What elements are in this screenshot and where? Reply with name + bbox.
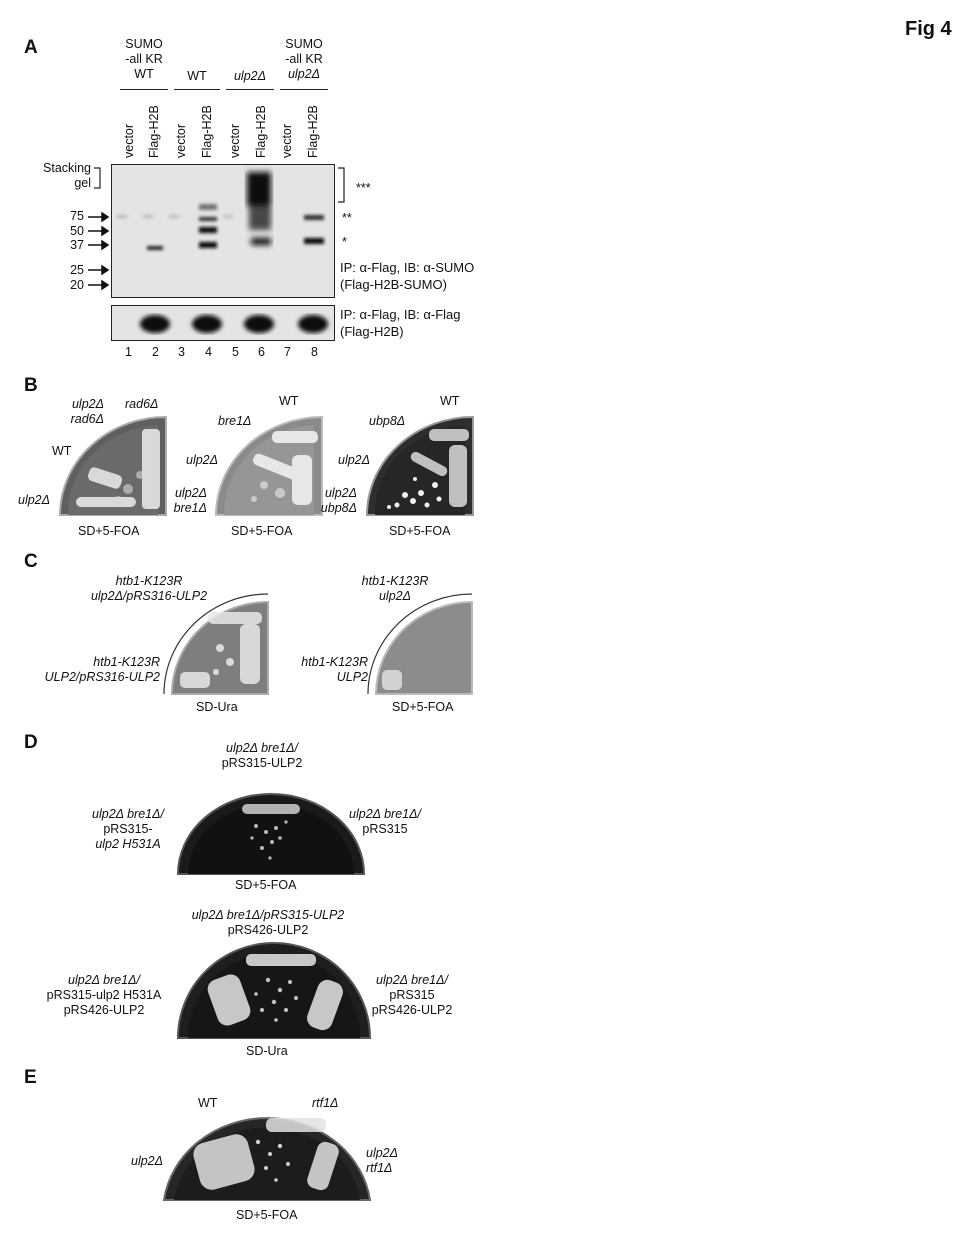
lane-number-6: 6 [258,345,265,359]
plate-d2 [176,942,372,1039]
plate-d1-top-label: ulp2Δ bre1Δ/pRS315-ULP2 [221,741,303,770]
lane-label-2: Flag-H2B [147,105,161,158]
plate-d2-caption: SD-Ura [246,1044,288,1058]
plate-c2-caption: SD+5-FOA [392,700,454,714]
lane-number-7: 7 [284,345,291,359]
group-3-underline [226,89,274,90]
panel-a-letter: A [24,37,38,58]
marker-75: 75 [70,209,84,223]
lane-label-1: vector [122,123,136,158]
plate-e-label-ulp2: ulp2Δ [131,1154,164,1168]
asterisk-2: ** [342,211,352,225]
lane-label-4: Flag-H2B [200,105,214,158]
plate-b2-caption: SD+5-FOA [231,524,293,538]
asterisk-3: *** [356,181,371,195]
plate-b1-caption: SD+5-FOA [78,524,140,538]
plate-d1 [176,793,366,875]
group-4-underline [280,89,328,90]
western-blot-sumo [111,164,335,298]
plate-e [162,1117,372,1201]
plate-b3-label-ulp2: ulp2Δ [338,453,371,467]
plate-e-caption: SD+5-FOA [236,1208,298,1222]
marker-20: 20 [70,278,84,292]
plate-b2 [214,415,323,516]
asterisk-1: * [342,235,347,249]
western-blot-flag [111,305,335,341]
plate-e-label-rtf1: rtf1Δ [312,1096,339,1110]
plate-b1-label-wt: WT [52,444,72,458]
right-bracket [338,167,345,203]
plate-c1 [163,593,269,695]
plate-d1-right-label: ulp2Δ bre1Δ/pRS315 [349,807,421,836]
plate-b1-label-ulp2: ulp2Δ [18,493,51,507]
plate-b3-label-ubp8: ubp8Δ [369,414,406,428]
plate-b2-label-bre1: bre1Δ [218,414,252,428]
blot-1-caption: IP: α-Flag, IB: α-SUMO(Flag-H2B-SUMO) [340,260,475,292]
group-3-header: ulp2Δ [233,69,267,83]
plate-b3-label-wt: WT [440,394,460,408]
lane-number-8: 8 [311,345,318,359]
lane-label-6: Flag-H2B [254,105,268,158]
group-1-underline [120,89,168,90]
plate-b1-label-rad6: rad6Δ [125,397,159,411]
lane-number-3: 3 [178,345,185,359]
plate-c1-caption: SD-Ura [196,700,238,714]
lane-label-7: vector [280,123,294,158]
panel-c-letter: C [24,551,38,572]
lane-number-2: 2 [152,345,159,359]
group-2-underline [174,89,220,90]
lane-label-5: vector [228,123,242,158]
plate-b2-label-ulp2: ulp2Δ [186,453,219,467]
lane-label-3: vector [174,123,188,158]
lane-number-4: 4 [205,345,212,359]
lane-number-1: 1 [125,345,132,359]
lane-label-8: Flag-H2B [306,105,320,158]
panel-b-letter: B [24,375,38,396]
plate-b2-label-wt: WT [279,394,299,408]
marker-50: 50 [70,224,84,238]
plate-b3 [365,415,474,516]
plate-d1-caption: SD+5-FOA [235,878,297,892]
panel-d-letter: D [24,732,38,753]
figure-label: Fig 4 [905,18,952,40]
plate-c2 [367,593,473,695]
plate-e-label-wt: WT [198,1096,218,1110]
marker-37: 37 [70,238,84,252]
panel-e-letter: E [24,1067,37,1088]
stacking-bracket [94,167,101,189]
group-2-header: WT [187,69,207,83]
marker-25: 25 [70,263,84,277]
blot-2-caption: IP: α-Flag, IB: α-Flag(Flag-H2B) [340,307,461,339]
marker-arrows [88,211,110,291]
lane-number-5: 5 [232,345,239,359]
plate-b3-caption: SD+5-FOA [389,524,451,538]
plate-d1-left-label: ulp2Δ bre1Δ/pRS315-ulp2 H531A [92,807,164,851]
plate-b1 [58,415,167,516]
